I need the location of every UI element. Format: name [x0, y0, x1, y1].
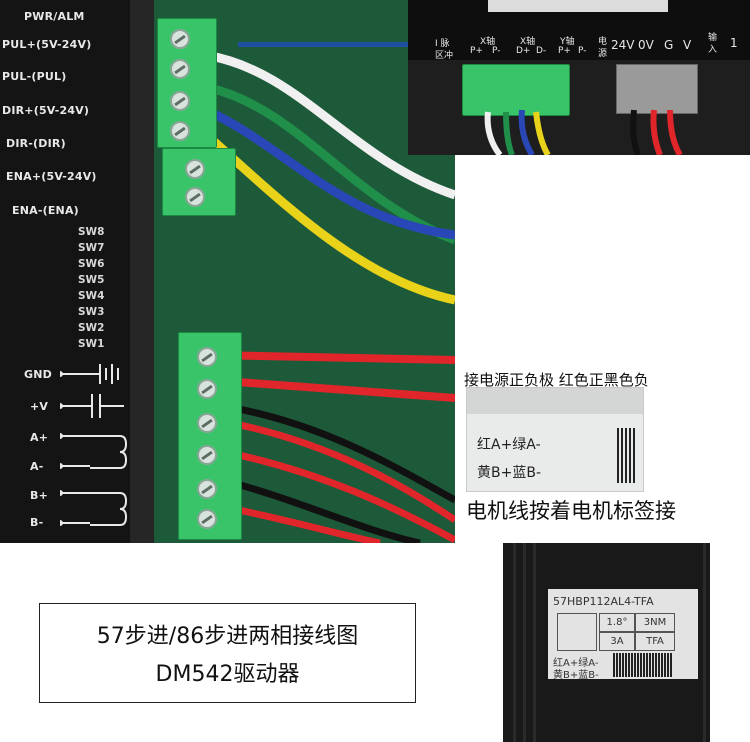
driver-edge [130, 0, 154, 543]
inset-label: 输 [708, 33, 718, 43]
switch-sw1: SW1 [78, 338, 105, 350]
inset-label: P+ [470, 46, 483, 56]
screw-icon [185, 159, 205, 179]
label-dir-minus: DIR-(DIR) [6, 137, 66, 150]
inset-label: I 脉 [435, 39, 450, 49]
barcode-icon [617, 428, 637, 483]
label-b-minus: B- [30, 516, 44, 529]
inset-label: 源 [598, 49, 608, 59]
controller-inset-photo: I 脉 区冲 X轴 P+ P- X轴 D+ D- Y轴 P+ P- 电 源 24… [408, 0, 750, 155]
inset-label: 1 [730, 36, 738, 50]
controller-green-terminal [462, 64, 570, 116]
label-b-plus: B+ [30, 489, 49, 502]
motor-code: TFA [635, 632, 675, 651]
inset-label: D- [536, 46, 547, 56]
motor-fin [523, 543, 526, 742]
label-plus-v: +V [30, 400, 49, 413]
inset-label: 入 [708, 45, 718, 55]
wires [204, 50, 455, 543]
driver-body [0, 0, 150, 543]
screw-icon [197, 479, 217, 499]
screw-icon [170, 59, 190, 79]
label-pul-minus: PUL-(PUL) [2, 70, 67, 83]
motor-fin [533, 543, 536, 742]
caption-subtitle: DM542驱动器 [155, 662, 300, 687]
motor-fin [513, 543, 516, 742]
controller-sticker [488, 0, 668, 12]
label-top-band [467, 388, 643, 414]
callout-line [238, 42, 410, 47]
power-polarity-note: 接电源正负极 红色正黑色负 [464, 371, 649, 389]
label-a-minus: A- [30, 460, 44, 473]
label-dir-plus: DIR+(5V-24V) [2, 104, 90, 117]
driver-schematic-symbols [60, 364, 128, 526]
inset-label: 0V [638, 38, 654, 52]
screw-icon [197, 413, 217, 433]
inset-label: X轴 [480, 37, 496, 47]
signal-terminal-block [157, 18, 217, 148]
enable-terminal-block [162, 148, 236, 216]
screw-icon [170, 29, 190, 49]
switch-sw2: SW2 [78, 322, 105, 334]
inset-label: 电 [598, 37, 608, 47]
motor-photo: 57HBP112AL4-TFA 1.8° 3NM 3A TFA 红A+绿A- 黄… [503, 543, 710, 742]
inset-label: D+ [516, 46, 531, 56]
inset-label: G [664, 38, 674, 52]
screw-icon [185, 187, 205, 207]
inset-label: P- [492, 46, 501, 56]
motor-step-angle: 1.8° [599, 613, 635, 632]
screw-icon [170, 91, 190, 111]
motor-current: 3A [599, 632, 635, 651]
motor-wire-line-2: 黄B+蓝B- [553, 670, 599, 681]
inset-label: V [683, 38, 692, 52]
label-pwr-alm: PWR/ALM [24, 10, 85, 23]
motor-label-closeup: 红A+绿A- 黄B+蓝B- [466, 387, 644, 492]
motor-fin [703, 543, 706, 742]
label-gnd: GND [24, 368, 52, 381]
label-pul-plus: PUL+(5V-24V) [2, 38, 92, 51]
motor-torque: 3NM [635, 613, 675, 632]
inset-label: P+ [558, 46, 571, 56]
switch-sw7: SW7 [78, 242, 105, 254]
switch-sw8: SW8 [78, 226, 105, 238]
switch-sw3: SW3 [78, 306, 105, 318]
inset-label: P- [578, 46, 587, 56]
wiring-instruction-note: 电机线按着电机标签接 [466, 499, 676, 523]
label-a-plus: A+ [30, 431, 49, 444]
screw-icon [197, 347, 217, 367]
screw-icon [197, 509, 217, 529]
caption-box: 57步进/86步进两相接线图 DM542驱动器 [39, 603, 416, 703]
switch-sw6: SW6 [78, 258, 105, 270]
inset-label: 区冲 [435, 51, 454, 61]
controller-wires [484, 109, 683, 155]
motor-model-number: 57HBP112AL4-TFA [553, 595, 654, 608]
label-ena-minus: ENA-(ENA) [12, 204, 79, 217]
inset-label: Y轴 [560, 37, 575, 47]
screw-icon [197, 445, 217, 465]
closeup-wire-line-2: 黄B+蓝B- [477, 465, 541, 481]
closeup-wire-line-1: 红A+绿A- [477, 437, 541, 453]
driver-wiring-photo: PWR/ALM PUL+(5V-24V) PUL-(PUL) DIR+(5V-2… [0, 0, 455, 543]
screw-icon [197, 379, 217, 399]
switch-sw4: SW4 [78, 290, 105, 302]
barcode-icon [613, 653, 673, 677]
brand-logo-icon [557, 613, 597, 651]
label-ena-plus: ENA+(5V-24V) [6, 170, 97, 183]
motor-wire-line-1: 红A+绿A- [553, 658, 599, 669]
screw-icon [170, 121, 190, 141]
power-motor-terminal-block [178, 332, 242, 540]
controller-power-terminal [616, 64, 698, 114]
inset-label: X轴 [520, 37, 536, 47]
switch-sw5: SW5 [78, 274, 105, 286]
caption-title: 57步进/86步进两相接线图 [96, 624, 359, 649]
inset-label: 24V [611, 38, 635, 52]
